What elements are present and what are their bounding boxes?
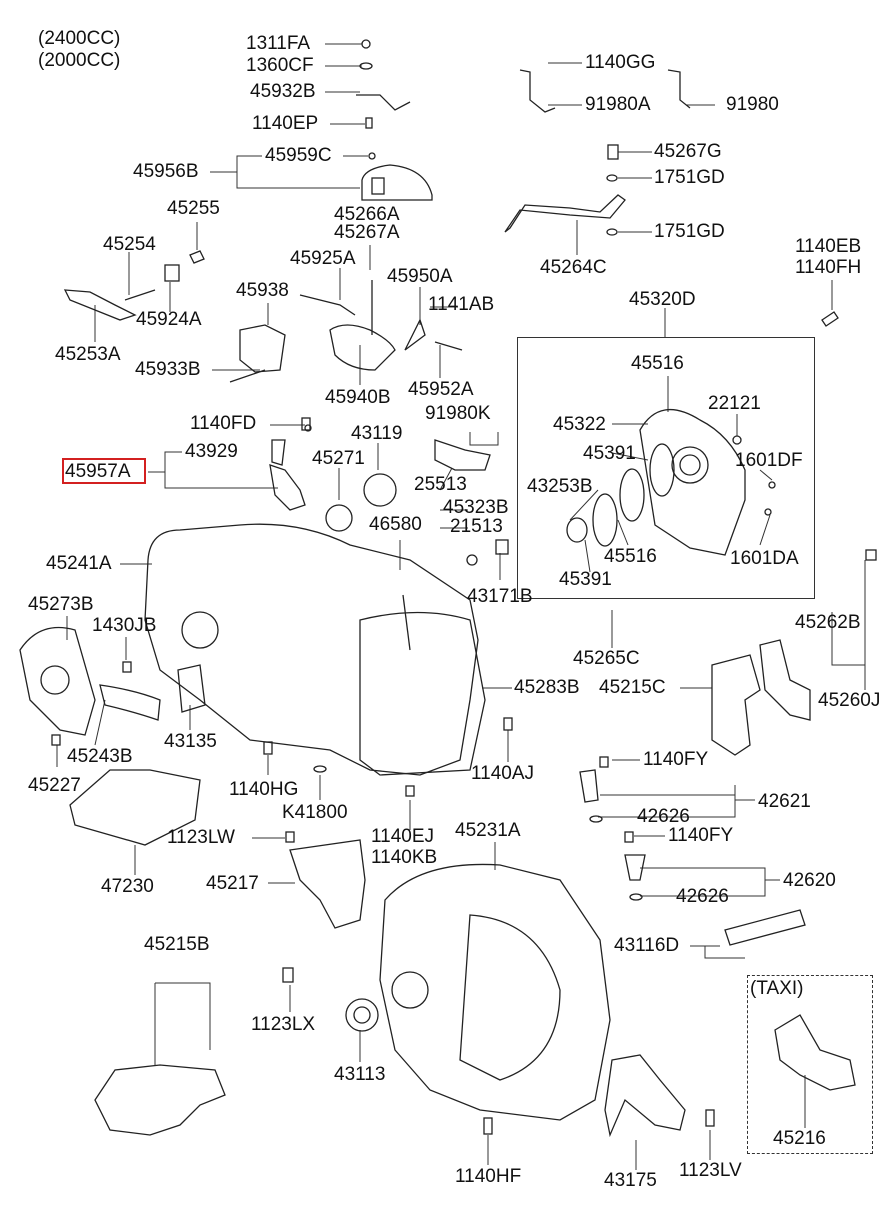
part-label[interactable]: 45266A [334,204,400,225]
part-label[interactable]: 45262B [795,612,861,633]
part-label[interactable]: 45932B [250,81,316,102]
part-label[interactable]: 1123LW [167,827,235,848]
part-label[interactable]: 43116D [614,935,680,956]
highlighted-part-frame [62,458,146,484]
part-label[interactable]: 43253B [527,476,593,497]
part-label[interactable]: K41800 [282,802,348,823]
part-label[interactable]: 1140FY [668,825,734,846]
part-label[interactable]: 43135 [164,731,217,752]
part-label[interactable]: 45227 [28,775,81,796]
part-label[interactable]: 45271 [312,448,365,469]
variant-2000cc: (2000CC) [38,50,121,71]
part-label[interactable]: 1140EJ [371,826,435,847]
part-label[interactable]: 45267A [334,222,400,243]
part-label[interactable]: 45933B [135,359,201,380]
part-label[interactable]: 45215C [599,677,666,698]
part-label[interactable]: 46580 [369,514,422,535]
part-label[interactable]: 91980 [726,94,779,115]
part-label[interactable]: 1140FD [190,413,257,434]
part-sketches [19,39,877,1138]
part-label[interactable]: 43119 [351,423,403,444]
part-label[interactable]: 1751GD [654,221,725,242]
part-label[interactable]: 1140AJ [471,763,535,784]
part-label[interactable]: 45273B [28,594,94,615]
taxi-variant-frame [747,975,873,1154]
assembly-45320D-frame [517,337,815,599]
part-label[interactable]: 45322 [553,414,606,435]
part-label[interactable]: 45950A [387,266,453,287]
part-label[interactable]: 1360CF [246,55,314,76]
part-label[interactable]: 1140EB [795,236,862,257]
part-label[interactable]: 45323B [443,497,509,518]
part-label[interactable]: 1601DA [730,548,799,569]
part-label[interactable]: 1140HF [455,1166,522,1187]
part-label[interactable]: 1140EP [252,113,319,134]
part-label[interactable]: 1140GG [585,52,656,73]
part-label[interactable]: 21513 [450,516,503,537]
part-label[interactable]: 45320D [629,289,696,310]
part-label[interactable]: 1140KB [371,847,438,868]
part-label[interactable]: 45940B [325,387,391,408]
part-label[interactable]: 45241A [46,553,112,574]
part-label[interactable]: 45391 [559,569,612,590]
part-label[interactable]: 45956B [133,161,199,182]
part-label[interactable]: 45254 [103,234,156,255]
part-label[interactable]: 45959C [265,145,332,166]
part-label[interactable]: 1141AB [428,294,495,315]
variant-2400cc: (2400CC) [38,28,121,49]
part-label[interactable]: 43175 [604,1170,657,1191]
part-label-highlighted[interactable]: 45957A [65,461,131,482]
part-label[interactable]: 45925A [290,248,356,269]
part-label[interactable]: 43929 [185,441,238,462]
part-label[interactable]: 1123LV [679,1160,742,1181]
part-label[interactable]: 47230 [101,876,154,897]
part-label[interactable]: 1601DF [735,450,803,471]
part-label[interactable]: 42626 [676,886,729,907]
part-label[interactable]: 45265C [573,648,640,669]
part-label[interactable]: 1140FY [643,749,709,770]
part-label[interactable]: 42620 [783,870,836,891]
part-label[interactable]: 91980A [585,94,651,115]
part-label[interactable]: 45260J [818,690,881,711]
part-label[interactable]: 45267G [654,141,722,162]
part-label[interactable]: 25513 [414,474,467,495]
part-label[interactable]: 45283B [514,677,580,698]
part-label[interactable]: 1311FA [246,33,311,54]
part-label[interactable]: 45952A [408,379,474,400]
part-label[interactable]: 45516 [604,546,657,567]
part-label[interactable]: 42626 [637,806,690,827]
taxi-label: (TAXI) [750,978,804,999]
part-label[interactable]: 45255 [167,198,220,219]
part-label[interactable]: 1140FH [795,257,862,278]
part-label[interactable]: 45243B [67,746,133,767]
part-label[interactable]: 45215B [144,934,210,955]
part-label[interactable]: 43171B [467,586,533,607]
part-label[interactable]: 45924A [136,309,202,330]
part-label[interactable]: 1751GD [654,167,725,188]
part-label[interactable]: 45391 [583,443,636,464]
part-label[interactable]: 45216 [773,1128,826,1149]
part-label[interactable]: 45231A [455,820,521,841]
part-label[interactable]: 1123LX [251,1014,316,1035]
part-label[interactable]: 45938 [236,280,289,301]
part-label[interactable]: 1430JB [92,615,157,636]
part-label[interactable]: 45217 [206,873,259,894]
part-label[interactable]: 45516 [631,353,684,374]
part-label[interactable]: 22121 [708,393,761,414]
leader-lines [56,43,866,1170]
part-label[interactable]: 42621 [758,791,811,812]
part-label[interactable]: 1140HG [229,779,299,800]
part-label[interactable]: 45264C [540,257,607,278]
part-label[interactable]: 43113 [334,1064,386,1085]
part-label[interactable]: 45253A [55,344,121,365]
part-label[interactable]: 91980K [425,403,491,424]
